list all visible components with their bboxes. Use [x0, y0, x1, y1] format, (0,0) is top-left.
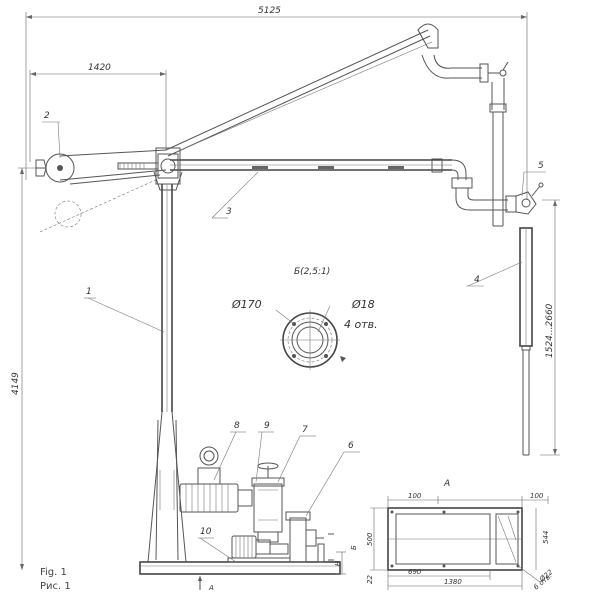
counterweight	[35, 153, 161, 233]
callout-8: 8	[213, 421, 246, 481]
section-marker-a: А	[198, 576, 214, 592]
svg-text:5: 5	[538, 161, 544, 171]
pump	[179, 446, 253, 513]
base-plate	[139, 561, 341, 575]
pivot-joint	[153, 147, 183, 191]
caption-english: Fig. 1	[40, 567, 67, 578]
plan-bottom-left: 22	[366, 575, 374, 584]
flange-detail: Б(2,5:1) Ø170 Ø18 4 отв.	[231, 267, 378, 370]
dimension-reach: 1420	[29, 63, 167, 162]
plan-right-height: 544	[542, 531, 550, 544]
flange-diameter-label: Ø170	[231, 298, 262, 311]
outer-elbow	[451, 159, 517, 213]
svg-text:H: H	[334, 560, 342, 566]
section-marker-b: Б	[328, 533, 358, 561]
base-plan-view: А 100 100 500 22 544 690	[366, 479, 555, 592]
tie-rod	[165, 29, 433, 157]
dimension-total-width-label: 5125	[258, 6, 281, 16]
callout-9: 9	[255, 421, 274, 483]
plan-total-width: 1380	[444, 578, 462, 586]
valve	[285, 511, 325, 563]
motor	[227, 535, 291, 563]
hole-count-label: 4 отв.	[344, 318, 378, 331]
callout-10: 10	[198, 527, 237, 563]
svg-text:6: 6	[348, 441, 354, 451]
detail-title: Б(2,5:1)	[294, 267, 330, 277]
callout-5: 5	[521, 161, 546, 197]
telescopic-pipe	[519, 227, 533, 456]
callout-3: 3	[211, 171, 259, 219]
dimension-telescope-label: 1524...2660	[545, 303, 555, 358]
hole-diameter-label: Ø18	[351, 298, 375, 311]
dimension-telescope: 1524...2660	[540, 199, 560, 456]
dimension-reach-label: 1420	[88, 63, 111, 73]
callout-4: 4	[466, 261, 523, 287]
callout-2: 2	[42, 111, 61, 159]
svg-text:8: 8	[234, 421, 240, 431]
svg-text:9: 9	[264, 421, 270, 431]
plan-inner-width: 690	[408, 568, 422, 576]
dimension-base-height: H	[334, 551, 346, 575]
callout-1: 1	[84, 287, 165, 333]
svg-text:2: 2	[44, 111, 50, 121]
dimension-height-label: 4149	[11, 372, 21, 395]
caption-russian: Рис. 1	[40, 581, 71, 592]
view-a-title: А	[443, 479, 450, 489]
support-column	[147, 184, 187, 563]
svg-text:А: А	[208, 584, 214, 592]
callout-6: 6	[305, 441, 360, 517]
plan-top-left: 100	[408, 492, 422, 500]
svg-text:10: 10	[200, 527, 212, 537]
svg-text:1: 1	[86, 287, 92, 297]
svg-text:7: 7	[302, 425, 308, 435]
plan-left-height: 500	[366, 532, 374, 546]
callout-7: 7	[277, 425, 316, 483]
svg-text:4: 4	[474, 275, 480, 285]
svg-text:3: 3	[226, 207, 232, 217]
main-boom	[170, 158, 452, 173]
plan-top-right: 100	[530, 492, 544, 500]
upper-elbow	[417, 23, 509, 227]
dimension-height: 4149	[11, 167, 40, 570]
swivel-joint	[515, 182, 544, 215]
spring-cylinder	[117, 162, 159, 170]
dimension-total-width: 5125	[25, 6, 528, 200]
svg-text:Б: Б	[350, 545, 358, 550]
